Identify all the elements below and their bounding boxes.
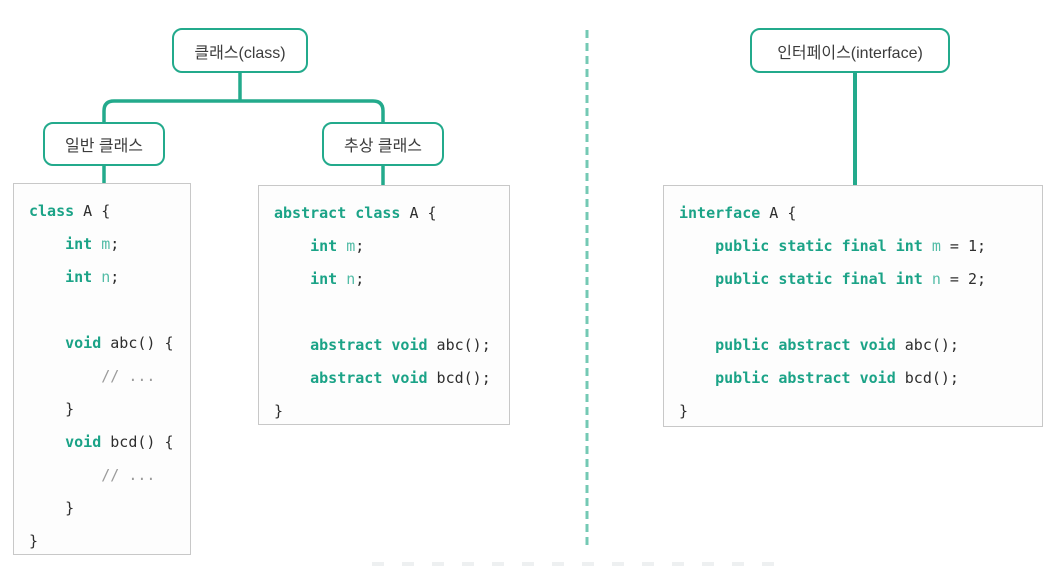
interface-root-box: 인터페이스(interface) — [750, 28, 950, 73]
code-line: public abstract void bcd(); — [715, 369, 959, 387]
code-line — [29, 294, 175, 327]
clipped-caption-remnant — [372, 562, 792, 566]
code-line: void abc() { — [65, 334, 174, 352]
code-line: } — [29, 499, 75, 517]
interface-code-box: interface A { public static final int m … — [663, 185, 1043, 427]
code-line: abstract void abc(); — [310, 336, 491, 354]
general-class-box: 일반 클래스 — [43, 122, 165, 166]
code-line: abstract class A { — [274, 204, 437, 222]
class-root-box: 클래스(class) — [172, 28, 308, 73]
general-class-code-box: class A { int m; int n; void abc() { // … — [13, 183, 191, 555]
code-line: void bcd() { — [65, 433, 174, 451]
code-line: } — [274, 402, 284, 420]
abstract-class-box: 추상 클래스 — [322, 122, 444, 166]
code-line: int n; — [65, 268, 120, 286]
code-line — [679, 296, 1027, 329]
code-line: // ... — [101, 466, 156, 484]
interface-root-label: 인터페이스(interface) — [777, 44, 923, 62]
abstract-class-label: 추상 클래스 — [343, 138, 423, 155]
code-line: } — [29, 400, 75, 418]
code-line: } — [29, 532, 39, 550]
general-class-label: 일반 클래스 — [64, 138, 144, 155]
code-line: int m; — [310, 237, 365, 255]
code-line: abstract void bcd(); — [310, 369, 491, 387]
code-line: int m; — [65, 235, 120, 253]
code-line: public abstract void abc(); — [715, 336, 959, 354]
code-line: } — [679, 402, 689, 420]
abstract-class-code-box: abstract class A { int m; int n; abstrac… — [258, 185, 510, 425]
code-line: public static final int n = 2; — [715, 270, 987, 288]
code-line: // ... — [101, 367, 156, 385]
code-line: interface A { — [679, 204, 797, 222]
class-tree-elbow — [102, 99, 385, 123]
code-line: int n; — [310, 270, 365, 288]
code-line — [274, 296, 494, 329]
class-root-label: 클래스(class) — [194, 44, 286, 62]
code-line: class A { — [29, 202, 111, 220]
code-line: public static final int m = 1; — [715, 237, 987, 255]
